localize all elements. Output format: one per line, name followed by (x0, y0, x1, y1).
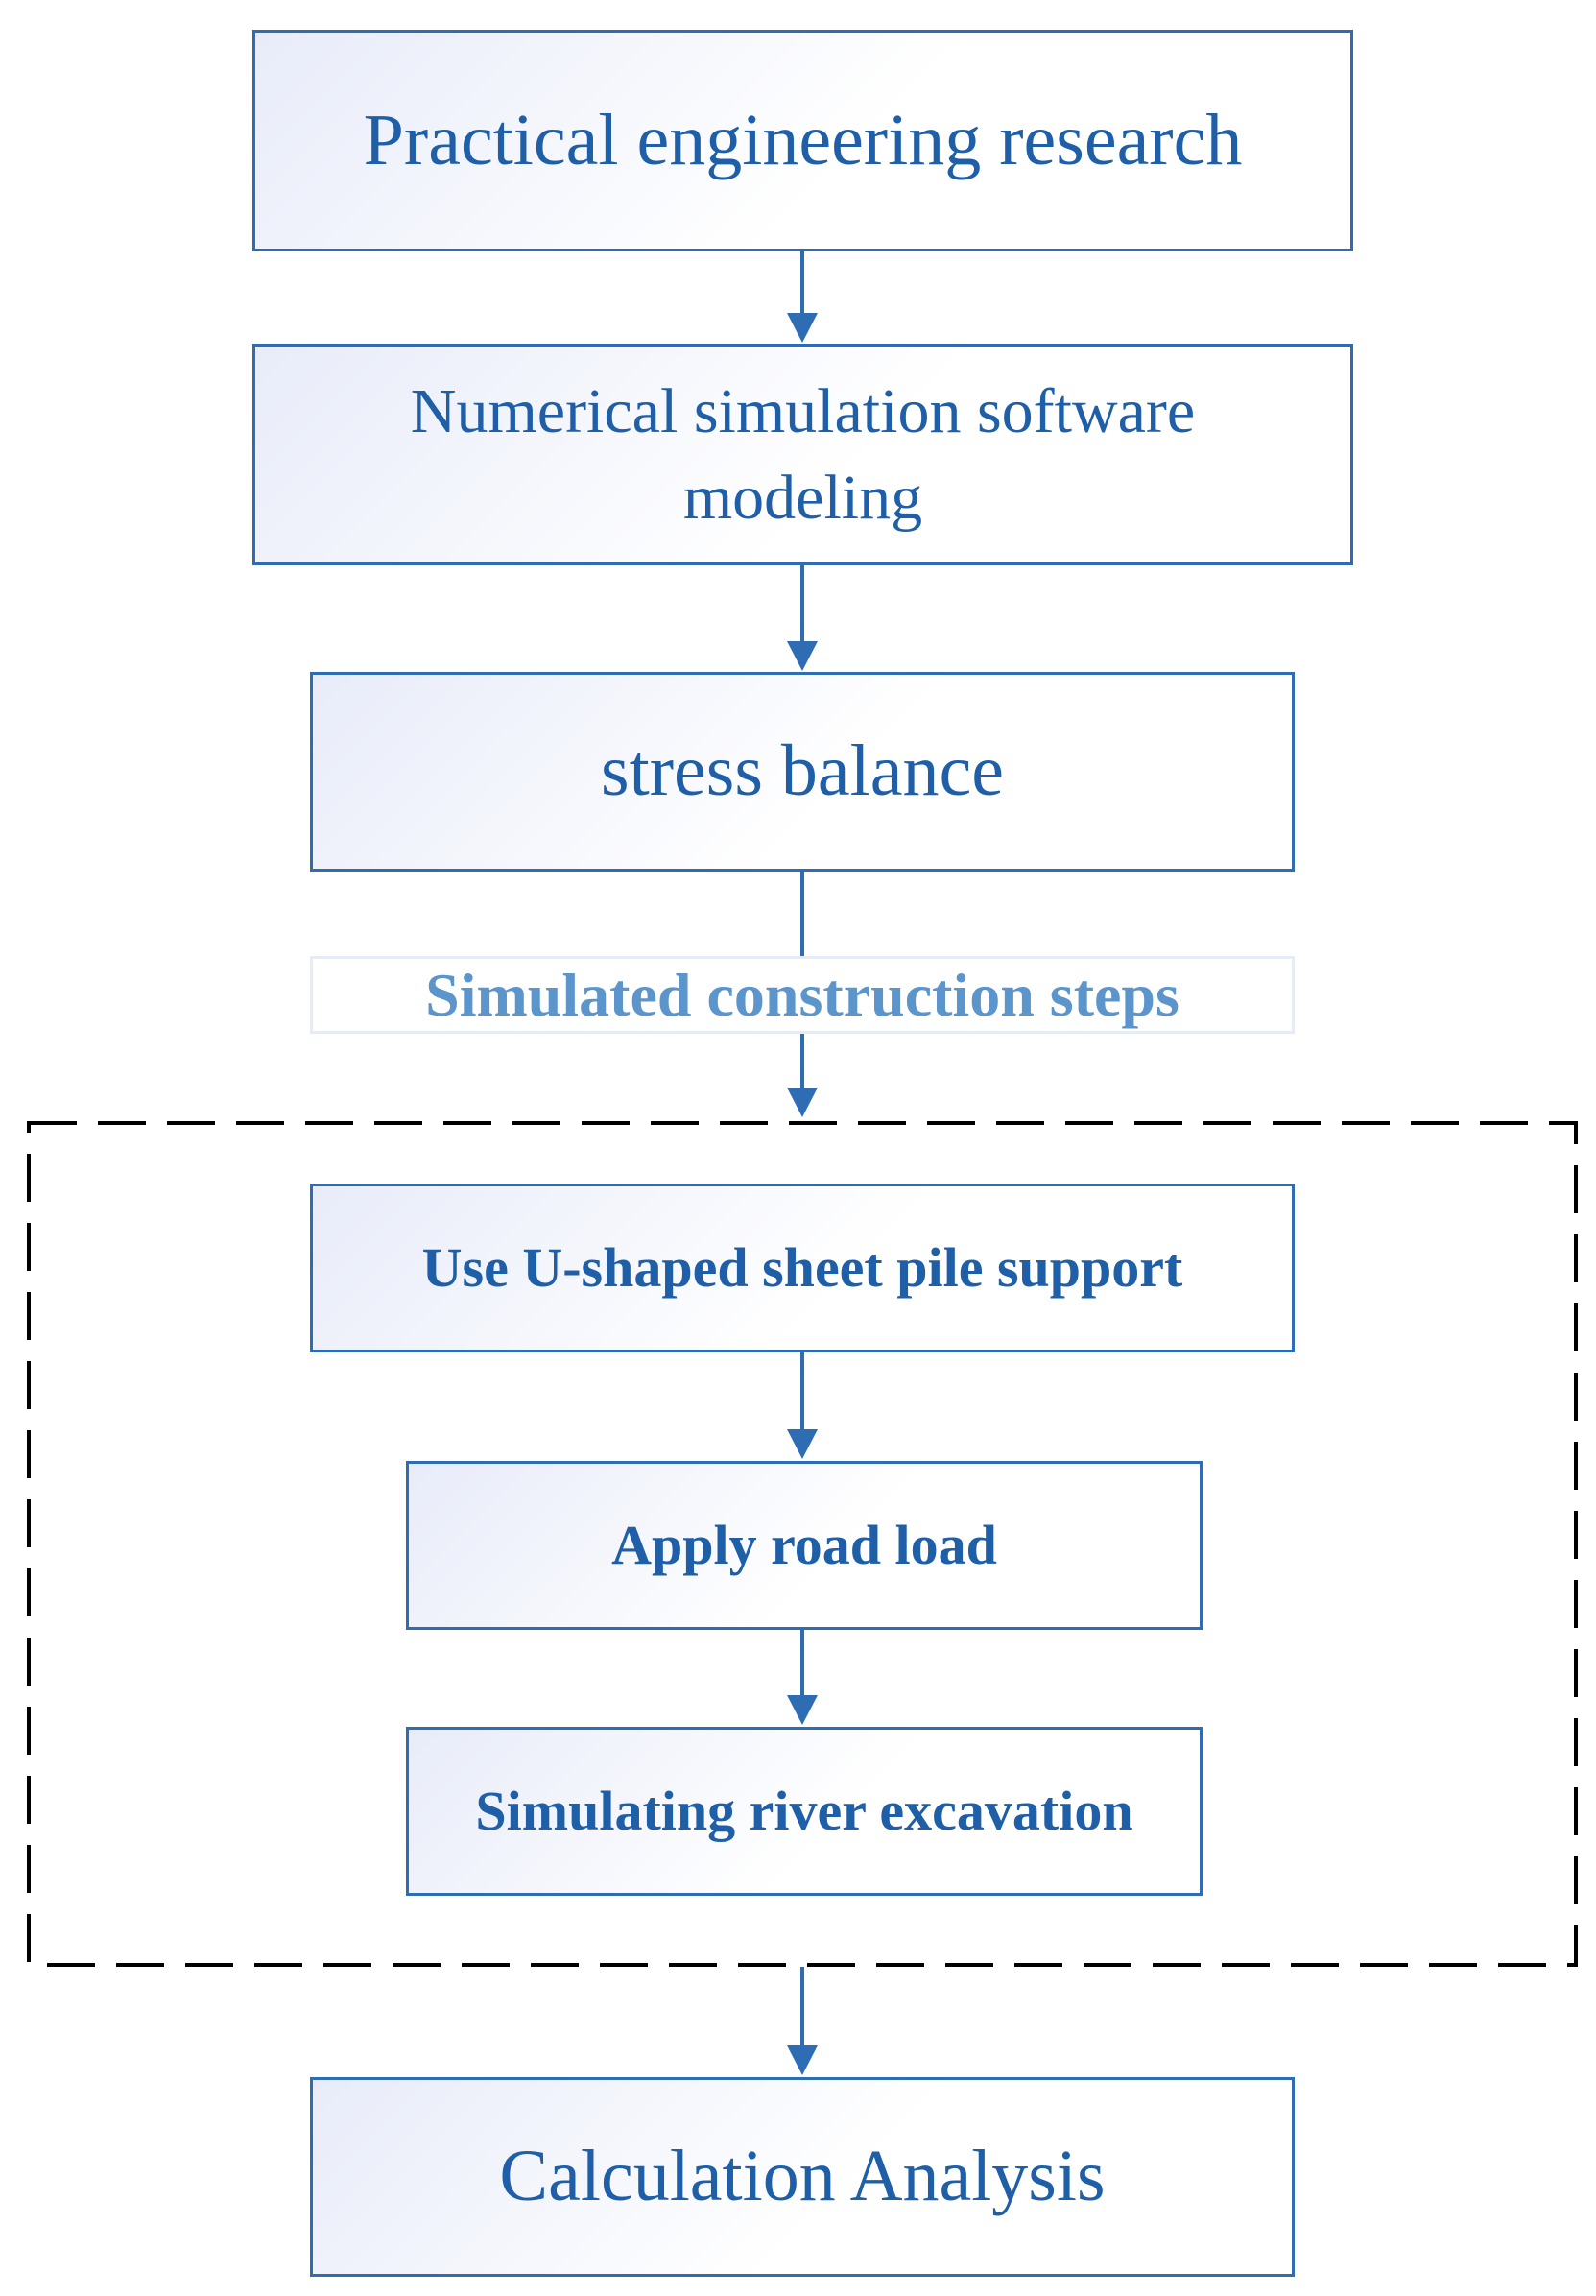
sub-step-sheet-pile: Use U-shaped sheet pile support (310, 1184, 1295, 1352)
arrow-2 (787, 565, 818, 671)
sub-step-road-load-label: Apply road load (611, 1514, 997, 1577)
step-stress-balance: stress balance (310, 672, 1295, 872)
sub-step-river-excavation: Simulating river excavation (406, 1727, 1203, 1896)
step-calculation-analysis: Calculation Analysis (310, 2077, 1295, 2277)
construction-steps-label: Simulated construction steps (310, 956, 1295, 1034)
arrow-6 (787, 1967, 818, 2075)
step-practical-research-label: Practical engineering research (363, 99, 1243, 180)
construction-steps-frame (27, 1121, 1578, 1967)
step-numerical-modeling: Numerical simulation software modeling (252, 344, 1353, 565)
step-stress-balance-label: stress balance (601, 730, 1004, 812)
arrow-3 (787, 872, 818, 1117)
step-numerical-modeling-line1: Numerical simulation software (410, 376, 1196, 447)
arrow-4 (787, 1352, 818, 1459)
sub-step-road-load: Apply road load (406, 1461, 1203, 1630)
arrow-5 (787, 1630, 818, 1725)
arrow-1 (787, 251, 818, 343)
construction-steps-label-text: Simulated construction steps (425, 960, 1179, 1029)
sub-step-sheet-pile-label: Use U-shaped sheet pile support (421, 1236, 1183, 1300)
sub-step-river-excavation-label: Simulating river excavation (475, 1780, 1133, 1843)
step-practical-research: Practical engineering research (252, 30, 1353, 251)
step-numerical-modeling-line2: modeling (682, 462, 923, 533)
step-calculation-analysis-label: Calculation Analysis (499, 2136, 1106, 2217)
